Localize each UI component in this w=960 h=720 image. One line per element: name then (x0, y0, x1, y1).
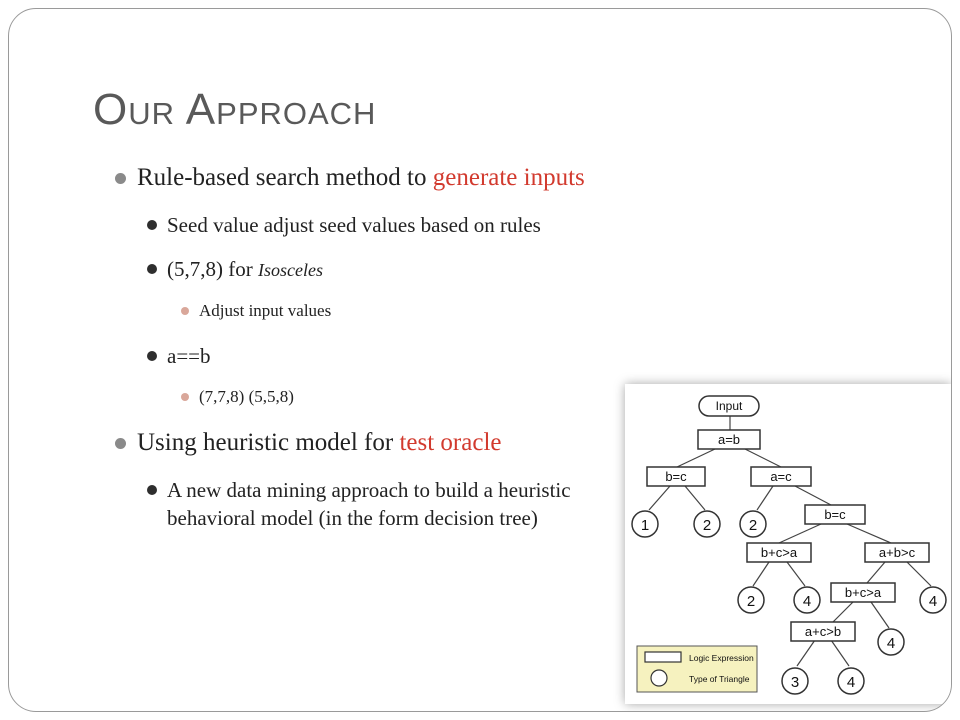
bullet-adjust-inputs: Adjust input values (107, 300, 637, 322)
node-b-eq-c-right: b=c (824, 507, 846, 522)
leaf-4-b: 4 (929, 593, 937, 610)
tree-edges (648, 416, 932, 667)
tree-nodes: Input a=b b=c a=c 1 2 2 b=c b+c>a a+b> (631, 395, 947, 695)
bullet-dot (147, 485, 157, 495)
node-a-eq-b: a=b (718, 432, 740, 447)
leaf-2-c: 2 (747, 593, 755, 610)
bullet-emphasis: test oracle (399, 429, 502, 456)
bullet-text: A new data mining approach to build a he… (167, 478, 571, 530)
bullet-list: Rule-based search method to generate inp… (107, 163, 637, 548)
bullet-dot (147, 351, 157, 361)
legend-type-of-triangle: Type of Triangle (689, 674, 750, 684)
bullet-test-oracle: Using heuristic model for test oracle (107, 428, 637, 458)
leaf-1: 1 (641, 517, 649, 534)
node-input: Input (716, 399, 743, 413)
node-a-eq-c: a=c (770, 469, 792, 484)
node-ab-gt-c: a+b>c (879, 545, 916, 560)
slide: Our Approach Rule-based search method to… (8, 8, 952, 712)
bullet-text: Seed value adjust seed values based on r… (167, 213, 541, 237)
bullet-dot (147, 220, 157, 230)
bullet-dot (181, 393, 189, 401)
bullet-text: Adjust input values (199, 301, 332, 320)
bullet-text: (7,7,8) (5,5,8) (199, 387, 294, 406)
leaf-2-b: 2 (749, 517, 757, 534)
node-b-eq-c-left: b=c (665, 469, 687, 484)
node-bc-gt-a-1: b+c>a (761, 545, 798, 560)
bullet-generate-inputs: Rule-based search method to generate inp… (107, 163, 637, 193)
bullet-data-mining: A new data mining approach to build a he… (107, 476, 637, 532)
bullet-text: a==b (167, 344, 211, 368)
decision-tree-figure: Input a=b b=c a=c 1 2 2 b=c b+c>a a+b> (625, 384, 951, 704)
bullet-emphasis: generate inputs (432, 164, 585, 191)
bullet-dot (115, 438, 126, 449)
leaf-4-a: 4 (803, 593, 811, 610)
bullet-text: (5,7,8) for (167, 257, 258, 281)
node-ac-gt-b: a+c>b (805, 624, 841, 639)
leaf-2-a: 2 (703, 517, 711, 534)
leaf-4-d: 4 (847, 674, 855, 691)
bullet-italic: Isosceles (257, 260, 323, 280)
bullet-seed-value: Seed value adjust seed values based on r… (107, 211, 637, 239)
bullet-dot (115, 173, 126, 184)
bullet-a-equals-b: a==b (107, 342, 637, 370)
bullet-text: Rule-based search method to (137, 164, 433, 191)
leaf-3: 3 (791, 674, 799, 691)
bullet-example-values: (7,7,8) (5,5,8) (107, 386, 637, 408)
slide-title: Our Approach (93, 85, 377, 134)
bullet-dot (147, 264, 157, 274)
bullet-text: Using heuristic model for (137, 429, 400, 456)
node-bc-gt-a-2: b+c>a (845, 585, 882, 600)
tree-legend: Logic Expression Type of Triangle (636, 645, 758, 693)
bullet-dot (181, 307, 189, 315)
decision-tree-svg: Input a=b b=c a=c 1 2 2 b=c b+c>a a+b> (631, 395, 947, 695)
bullet-isosceles-example: (5,7,8) for Isosceles (107, 255, 637, 284)
legend-logic-expression: Logic Expression (689, 653, 754, 663)
leaf-4-c: 4 (887, 635, 895, 652)
